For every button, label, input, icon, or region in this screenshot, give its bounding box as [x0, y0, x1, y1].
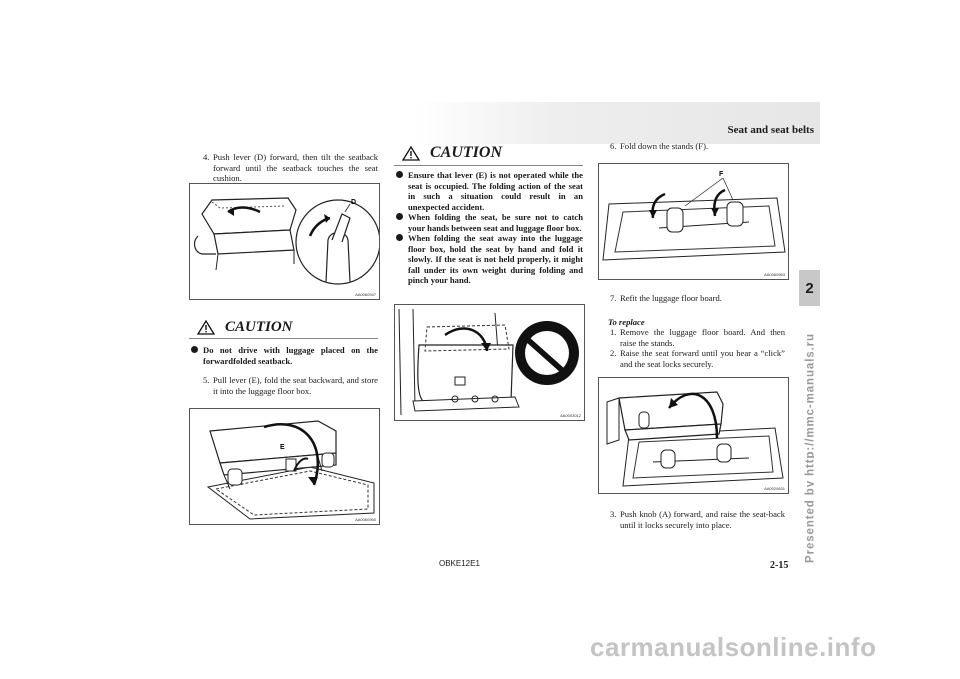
step-text: Push knob (A) forward, and raise the sea… — [620, 509, 785, 530]
callout-e: E — [280, 444, 285, 451]
caution-title: CAUTION — [225, 318, 293, 335]
step-number: 6. — [610, 141, 617, 151]
document-code: OBKE12E1 — [439, 559, 480, 568]
bullet-icon — [396, 234, 403, 241]
replace-step-3: 3. Push knob (A) forward, and raise the … — [610, 509, 785, 530]
caution-header: CAUTION — [189, 316, 378, 339]
replace-step-1: 1. Remove the luggage floor board. And t… — [610, 327, 785, 348]
caution-items: Ensure that lever (E) is not operated wh… — [394, 166, 583, 286]
figure-id: AA0060947 — [355, 292, 376, 297]
section-title: Seat and seat belts — [727, 124, 814, 136]
bottom-watermark: carmanualsonline.info — [590, 632, 877, 662]
figure-seatback-fold: D AA0060947 — [189, 183, 380, 300]
caution-box-middle: CAUTION Ensure that lever (E) is not ope… — [394, 141, 583, 286]
callout-f: F — [719, 171, 724, 178]
step-6: 6. Fold down the stands (F). — [610, 141, 785, 152]
step-text: Remove the luggage floor board. And then… — [620, 327, 785, 348]
caution-items: Do not drive with luggage placed on the … — [189, 339, 378, 366]
replace-heading: To replace — [608, 317, 645, 327]
figure-prohibited-action: AA0003012 — [394, 304, 585, 421]
caution-item: When folding the seat away into the lugg… — [394, 233, 583, 286]
caution-title: CAUTION — [430, 144, 503, 161]
step-4: 4. Push lever (D) forward, then tilt the… — [203, 152, 378, 184]
step-number: 2. — [610, 348, 617, 358]
caution-item: Ensure that lever (E) is not operated wh… — [394, 170, 583, 212]
step-text: Raise the seat forward until you hear a … — [620, 348, 785, 369]
step-text: Refit the luggage floor board. — [620, 293, 722, 303]
bullet-icon — [396, 171, 403, 178]
callout-d: D — [351, 199, 356, 206]
figure-seat-fold-backward: E AA0060950 — [189, 408, 380, 525]
step-5: 5. Pull lever (E), fold the seat backwar… — [203, 375, 378, 396]
step-7: 7. Refit the luggage floor board. — [610, 293, 785, 304]
warning-triangle-icon — [197, 319, 215, 335]
caution-item: When folding the seat, be sure not to ca… — [394, 212, 583, 233]
caution-box-left: CAUTION Do not drive with luggage placed… — [189, 316, 378, 366]
bullet-icon — [191, 346, 198, 353]
caution-item-text: When folding the seat, be sure not to ca… — [408, 212, 583, 233]
figure-id: AA0060963 — [764, 272, 785, 277]
caution-header: CAUTION — [394, 141, 583, 166]
step-number: 7. — [610, 293, 617, 303]
caution-item-text: Do not drive with luggage placed on the … — [203, 345, 378, 366]
step-number: 1. — [610, 327, 617, 337]
caution-item: Do not drive with luggage placed on the … — [189, 345, 378, 366]
page-number: 2-15 — [770, 560, 789, 571]
warning-triangle-icon — [402, 145, 420, 161]
chapter-tab: 2 — [799, 270, 820, 306]
header-bar — [415, 102, 820, 144]
figure-id: AA0020631 — [764, 486, 785, 491]
caution-item-text: When folding the seat away into the lugg… — [408, 233, 583, 285]
figure-id: AA0003012 — [560, 413, 581, 418]
side-watermark-text: Presented by http://mmc-manuals.ru — [804, 333, 815, 563]
figure-stands-fold: F AA0060963 — [598, 163, 789, 280]
step-number: 4. — [203, 152, 210, 162]
step-number: 5. — [203, 375, 210, 385]
caution-item-text: Ensure that lever (E) is not operated wh… — [408, 170, 583, 212]
step-number: 3. — [610, 509, 617, 519]
replace-step-2: 2. Raise the seat forward until you hear… — [610, 348, 785, 369]
side-watermark: Presented by http://mmc-manuals.ru — [800, 318, 815, 583]
bullet-icon — [396, 213, 403, 220]
step-text: Pull lever (E), fold the seat backward, … — [213, 375, 378, 396]
figure-id: AA0060950 — [355, 517, 376, 522]
step-text: Push lever (D) forward, then tilt the se… — [213, 152, 378, 184]
step-text: Fold down the stands (F). — [620, 141, 709, 151]
figure-seat-raise: AA0020631 — [598, 377, 789, 494]
